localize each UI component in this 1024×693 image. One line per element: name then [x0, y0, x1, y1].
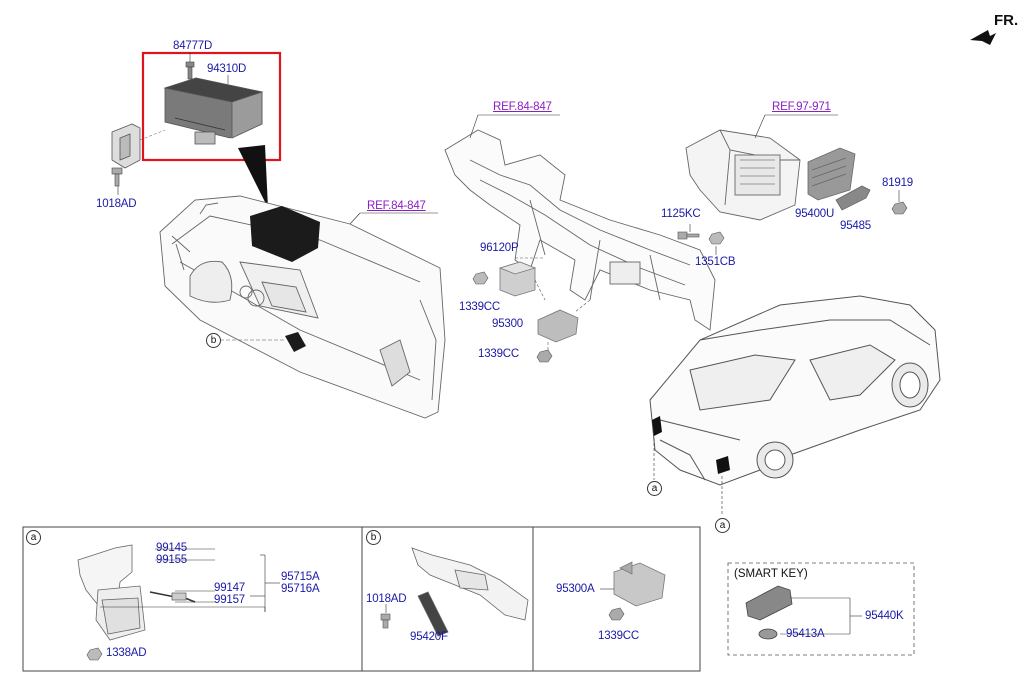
smart-key-title: (SMART KEY) [734, 568, 808, 580]
label-95413a: 95413A [786, 628, 825, 640]
bolt-1018ad-b [380, 613, 391, 629]
label-99147: 99147 [214, 582, 245, 594]
label-1338ad: 1338AD [106, 647, 147, 659]
label-95440k: 95440K [865, 610, 904, 622]
part-95485-drawing [835, 185, 871, 211]
callout-a-left[interactable]: a [647, 481, 662, 496]
label-96120p: 96120P [480, 242, 519, 254]
label-95715a: 95715A [281, 571, 320, 583]
highlight-box [141, 51, 282, 162]
front-arrow-icon [970, 30, 996, 45]
ref-label-crossbar[interactable]: REF.84-847 [493, 101, 552, 113]
dashboard-module-dark [250, 206, 320, 262]
label-1339cc-a: 1339CC [459, 301, 500, 313]
bolt-81919 [891, 201, 908, 215]
dashboard-drawing [159, 195, 446, 419]
bracket-drawing [111, 123, 141, 169]
panel-a-marker: a [26, 530, 41, 545]
hvac-unit-drawing [685, 129, 801, 221]
label-99157: 99157 [214, 594, 245, 606]
nut-1339cc-a [472, 271, 489, 285]
label-1018ad-top: 1018AD [96, 198, 137, 210]
label-99145: 99145 [156, 542, 187, 554]
part-96120p-drawing [498, 261, 537, 297]
smart-key-frame [727, 562, 915, 656]
nut-1339cc-b [536, 349, 553, 363]
crossbar-frame-drawing [444, 129, 716, 331]
dashboard-switch-dark [285, 332, 306, 352]
callout-a-right[interactable]: a [715, 518, 730, 533]
car-drawing [649, 295, 941, 486]
label-95400u: 95400U [795, 208, 835, 220]
panel-b-drawing [411, 547, 529, 637]
pointer-wedge [238, 145, 268, 208]
car-sensor-right-dark [716, 456, 730, 474]
label-95716a: 95716A [281, 583, 320, 595]
label-95300: 95300 [492, 318, 523, 330]
nut-1338ad [86, 647, 103, 661]
label-1018ad-b: 1018AD [366, 593, 407, 605]
label-95420f: 95420F [410, 631, 448, 643]
bolt-1018ad-top [111, 167, 123, 187]
label-95300a: 95300A [556, 583, 595, 595]
bolt-1125kc [677, 231, 700, 240]
label-94310d: 94310D [207, 63, 247, 75]
front-orientation-label: FR. [994, 12, 1019, 29]
label-1351cb: 1351CB [695, 256, 736, 268]
label-99155: 99155 [156, 554, 187, 566]
screw-84777d [185, 61, 195, 80]
panel-c-drawing [613, 561, 666, 607]
panel-b-marker: b [366, 530, 381, 545]
label-95485: 95485 [840, 220, 871, 232]
label-1339cc-c: 1339CC [598, 630, 639, 642]
callout-b[interactable]: b [206, 333, 221, 348]
smart-key-drawing [745, 585, 793, 640]
label-1339cc-b: 1339CC [478, 348, 519, 360]
nut-1339cc-c [608, 607, 625, 621]
ref-label-dashboard[interactable]: REF.84-847 [367, 200, 426, 212]
part-95300-drawing [537, 309, 579, 343]
part-95400u-drawing [807, 147, 856, 201]
nut-1351cb [708, 231, 725, 245]
label-1125kc: 1125KC [661, 208, 701, 220]
bottom-panels-frame [22, 526, 701, 672]
label-84777d: 84777D [173, 40, 213, 52]
ref-label-hvac[interactable]: REF.97-971 [772, 101, 831, 113]
cluster-module-drawing [163, 77, 264, 145]
label-81919: 81919 [882, 177, 913, 189]
car-sensor-left-dark [652, 416, 662, 436]
